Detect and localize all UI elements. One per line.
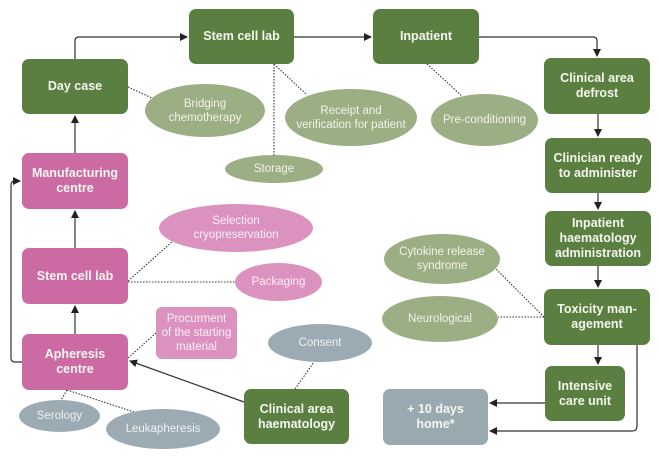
note-label: Packaging xyxy=(251,276,306,288)
node-label: Clinical area defrost xyxy=(560,71,634,100)
node-label: Day case xyxy=(47,79,103,93)
dotted-apheresis-serology xyxy=(59,389,68,403)
node-label: Stem cell lab xyxy=(36,268,114,283)
node-procurement: Procurment of the starting material xyxy=(156,307,237,359)
note-leukapheresis: Leukapheresis xyxy=(106,409,220,449)
node-toxicity-management: Toxicity man- agement xyxy=(544,289,650,345)
dotted-daycase-bridging xyxy=(127,86,153,99)
note-label: Bridging chemotherapy xyxy=(168,97,242,124)
arrow-apheresis-to-manufacturing xyxy=(10,177,22,363)
node-day-case: Day case xyxy=(22,59,128,114)
node-label: Inpatient xyxy=(399,29,453,43)
node-label: + 10 days home* xyxy=(407,402,464,431)
node-label: Procurment of the starting material xyxy=(161,313,232,353)
note-label: Neurological xyxy=(408,313,472,325)
arrow-inpatient-to-defrost xyxy=(479,36,601,57)
note-label: Storage xyxy=(253,163,295,175)
node-label: Apheresis centre xyxy=(44,347,106,376)
arrow-haematology-to-apheresis xyxy=(129,359,245,403)
dotted-stemcelllab-receipt xyxy=(273,63,308,96)
dotted-stemcelllab-selection xyxy=(127,240,174,282)
node-intensive-care-unit: Intensive care unit xyxy=(545,366,625,421)
note-label: Receipt and verification for patient xyxy=(296,104,406,131)
note-packaging: Packaging xyxy=(235,263,322,301)
node-clinician-ready: Clinician ready to administer xyxy=(545,138,651,193)
node-apheresis-centre: Apheresis centre xyxy=(22,334,128,390)
dotted-inpatient-preconditioning xyxy=(426,63,463,97)
note-consent: Consent xyxy=(268,324,372,362)
node-clinical-area-haematology: Clinical area haematology xyxy=(244,389,349,444)
arrow-toxicity-to-home xyxy=(489,345,638,435)
note-receipt-verification: Receipt and verification for patient xyxy=(285,89,417,146)
node-label: Stem cell lab xyxy=(203,29,280,43)
dotted-apheresis-procurement xyxy=(127,332,157,359)
note-serology: Serology xyxy=(19,400,100,432)
node-label: Toxicity man- agement xyxy=(557,302,637,331)
dotted-toxicity-cytokine xyxy=(494,267,545,318)
arrow-daycase-to-stemcelllab xyxy=(74,33,188,59)
node-clinical-area-defrost: Clinical area defrost xyxy=(544,58,650,114)
node-label: Clinical area haematology xyxy=(257,401,336,431)
dotted-haematology-consent xyxy=(294,361,315,390)
note-label: Serology xyxy=(36,410,83,422)
note-cytokine-release-syndrome: Cytokine release syndrome xyxy=(384,234,500,284)
node-label: Inpatient haematology administration xyxy=(554,216,642,260)
node-stem-cell-lab-pink: Stem cell lab xyxy=(22,248,128,304)
note-pre-conditioning: Pre-conditioning xyxy=(431,94,538,146)
node-label: Manufacturing centre xyxy=(31,166,119,195)
note-label: Selection cryopreservation xyxy=(193,215,279,241)
note-label: Cytokine release syndrome xyxy=(399,246,485,272)
note-label: Pre-conditioning xyxy=(442,114,527,126)
node-inpatient: Inpatient xyxy=(373,9,479,64)
node-label: Clinician ready to administer xyxy=(553,150,643,180)
node-inpatient-haematology-administration: Inpatient haematology administration xyxy=(545,211,651,266)
note-label: Leukapheresis xyxy=(125,423,201,435)
note-label: Consent xyxy=(298,337,342,349)
note-bridging-chemotherapy: Bridging chemotherapy xyxy=(145,84,265,137)
node-home: + 10 days home* xyxy=(383,389,488,445)
node-label: Intensive care unit xyxy=(557,378,613,408)
note-storage: Storage xyxy=(225,155,323,183)
note-selection-cryopreservation: Selection cryopreservation xyxy=(159,204,313,252)
node-manufacturing-centre: Manufacturing centre xyxy=(22,153,128,209)
node-stem-cell-lab-top: Stem cell lab xyxy=(189,9,294,64)
note-neurological: Neurological xyxy=(382,296,498,342)
